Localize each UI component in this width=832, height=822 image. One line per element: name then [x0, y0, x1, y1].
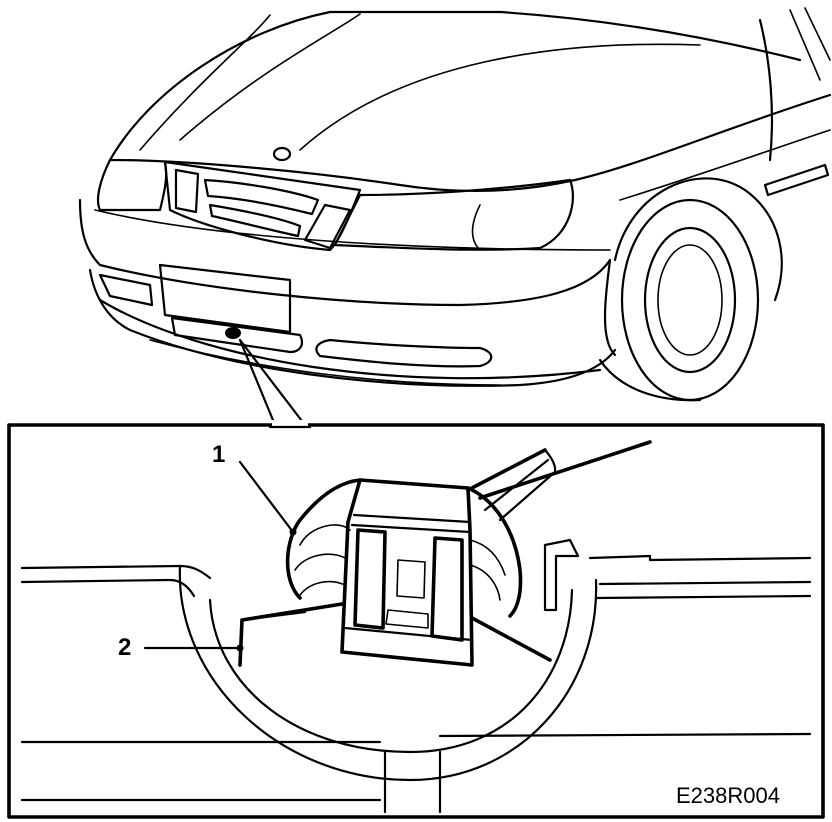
- clip-top-band-2: [350, 523, 472, 534]
- windshield-edge-2: [804, 7, 831, 61]
- clip-center-lower: [385, 609, 429, 629]
- cover-rib-4: [469, 539, 506, 576]
- bumper-line-left-2: [20, 578, 196, 598]
- bumper-lip: [98, 298, 602, 380]
- windshield-edge: [789, 9, 821, 81]
- grille-slot-left: [174, 168, 200, 214]
- grille-slot-mid-bottom: [208, 203, 302, 238]
- rim: [657, 244, 723, 356]
- plate-lower-slot: [170, 316, 304, 354]
- license-plate: [158, 263, 292, 334]
- callout-label-2: 2: [118, 634, 132, 661]
- recess-inner-arc: [208, 588, 574, 754]
- bracket-tab-right: [543, 538, 580, 612]
- cover-right-edge: [466, 486, 523, 618]
- bumper-line-right-2: [598, 580, 812, 586]
- side-marker: [763, 163, 830, 197]
- leader-dot-2: [236, 644, 244, 652]
- wire-3: [483, 458, 550, 512]
- headlight-right: [333, 178, 574, 251]
- clip-bottom-band: [343, 626, 474, 642]
- callout-label-1: 1: [212, 441, 226, 468]
- grille-slot-mid-top: [203, 178, 320, 216]
- tire-bottom: [598, 358, 702, 402]
- hood-front-edge: [108, 158, 577, 192]
- a-pillar: [758, 18, 774, 162]
- cover-outline: [285, 478, 362, 600]
- bumper-bottom: [88, 268, 617, 387]
- intake-right: [315, 338, 493, 368]
- bumper-line-right-3: [594, 594, 812, 600]
- recess-outer-arc: [178, 564, 598, 782]
- wedge-gap: [272, 420, 308, 428]
- headlight-right-inner: [471, 204, 481, 251]
- strap-right: [470, 616, 552, 662]
- clip-window: [396, 559, 426, 599]
- bumper-top: [78, 198, 612, 307]
- cover-rib-3: [299, 580, 346, 596]
- hood-crease-mid: [179, 13, 361, 141]
- fender-line: [573, 93, 832, 182]
- cover-rib-2: [294, 553, 346, 571]
- hood-crease-left: [139, 14, 271, 151]
- wire-4: [498, 470, 557, 522]
- tire-outer: [620, 198, 760, 402]
- leader-line-1: [238, 460, 295, 534]
- wire-2: [478, 440, 652, 500]
- hood-outline: [108, 10, 802, 162]
- hood-emblem: [272, 146, 292, 162]
- bumper-upper-edge: [94, 209, 611, 251]
- lower-line-right: [438, 732, 812, 738]
- wire-1: [466, 448, 547, 492]
- strap-lower-left: [240, 610, 307, 622]
- wire-bend: [543, 448, 557, 474]
- grille-slot-right: [303, 203, 352, 250]
- body-side-line: [619, 129, 831, 201]
- leader-dot-1: [289, 528, 297, 536]
- bumper-side-right: [603, 258, 617, 357]
- tow-eye-detail: [20, 440, 812, 814]
- hood-crease-right: [299, 43, 701, 151]
- tire-inner: [643, 226, 737, 374]
- clip-top-band: [352, 513, 472, 524]
- clip-slot-left: [353, 528, 387, 630]
- detail-leader-wedge: [238, 338, 307, 427]
- wheel-arch: [613, 177, 783, 302]
- tow-eye-cover: [225, 327, 241, 339]
- cover-rib-5: [469, 564, 501, 601]
- bumper-fold: [149, 339, 501, 386]
- intake-left: [98, 273, 154, 307]
- bumper-line-right-1: [588, 554, 812, 562]
- car-front-view: [78, 7, 832, 427]
- headlight-left: [96, 158, 168, 212]
- figure-code: E238R004: [676, 783, 780, 808]
